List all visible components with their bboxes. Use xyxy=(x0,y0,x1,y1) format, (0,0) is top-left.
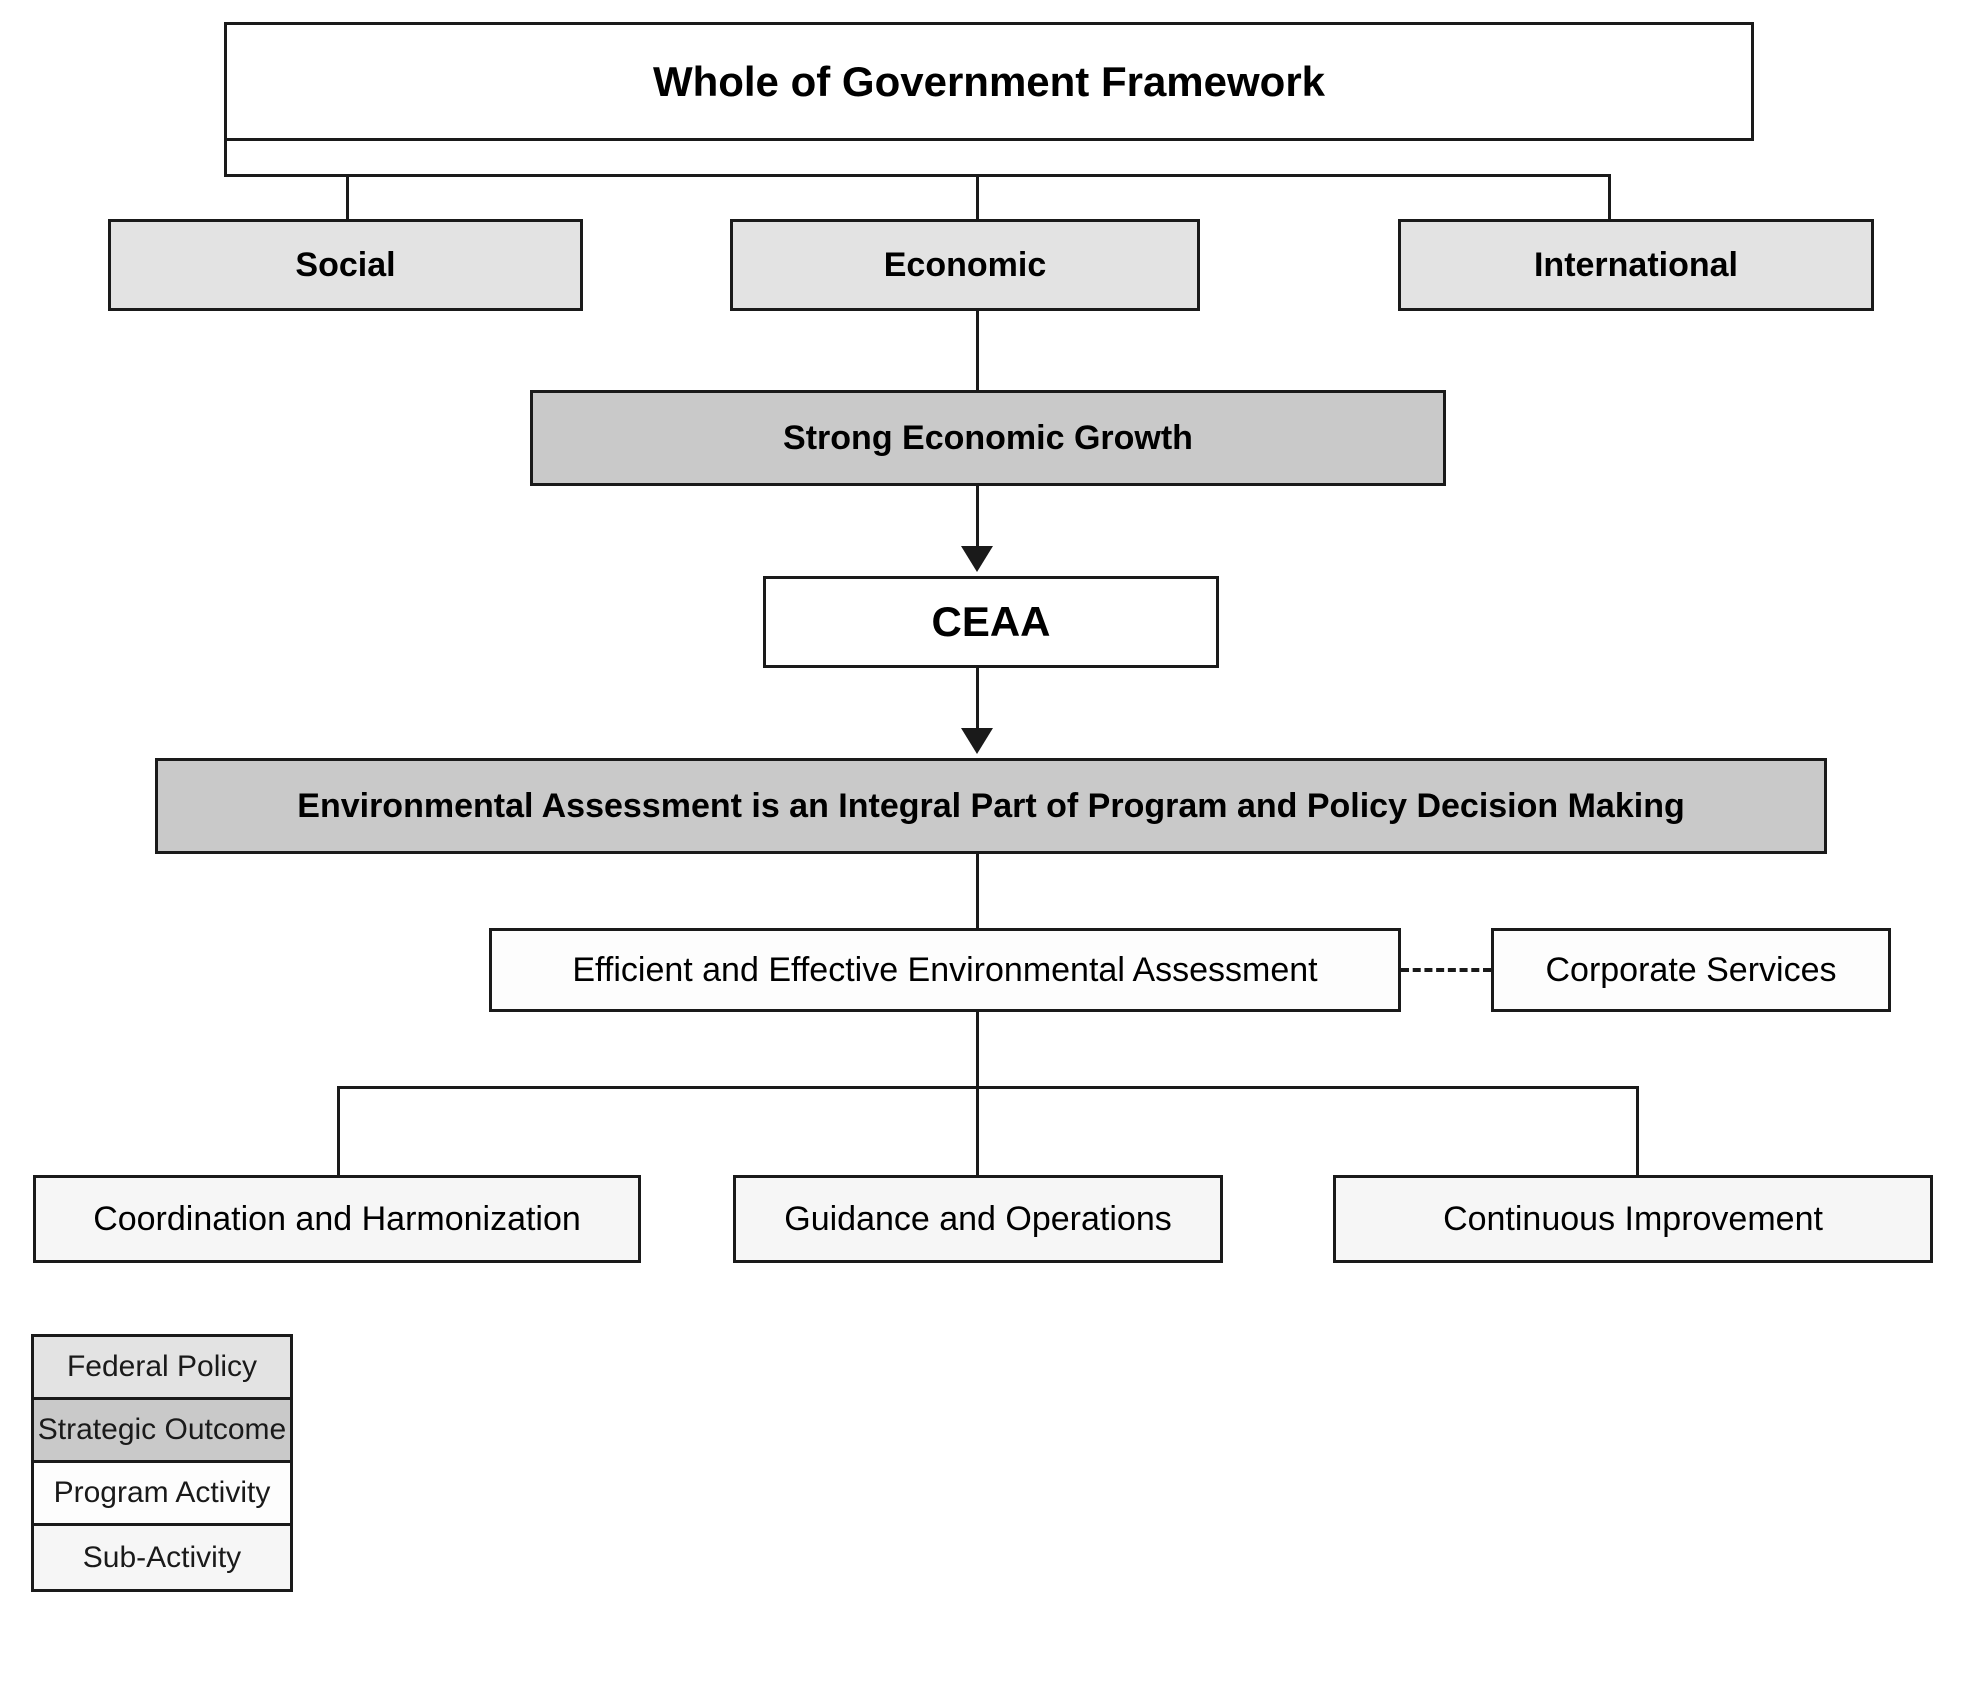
connector-level1-bus xyxy=(224,174,1611,177)
connector-drop-coordination xyxy=(337,1086,340,1177)
legend-label: Sub-Activity xyxy=(82,1540,242,1574)
legend-label: Federal Policy xyxy=(66,1350,258,1383)
node-international[interactable]: International xyxy=(1398,219,1874,311)
node-whole-of-government-framework[interactable]: Whole of Government Framework xyxy=(224,22,1754,141)
node-ea-integral-part[interactable]: Environmental Assessment is an Integral … xyxy=(155,758,1827,854)
arrowhead-growth-to-ceaa xyxy=(961,546,993,572)
node-guidance-and-operations[interactable]: Guidance and Operations xyxy=(733,1175,1223,1263)
connector-growth-to-ceaa xyxy=(976,486,979,558)
legend-row-program-activity: Program Activity xyxy=(34,1463,290,1526)
connector-drop-economic xyxy=(976,174,979,221)
legend-row-federal-policy: Federal Policy xyxy=(34,1337,290,1400)
connector-root-stub xyxy=(224,141,227,177)
node-ceaa[interactable]: CEAA xyxy=(763,576,1219,668)
node-label: CEAA xyxy=(931,598,1051,646)
node-label: Economic xyxy=(883,245,1047,284)
node-label: Continuous Improvement xyxy=(1443,1199,1823,1238)
connector-drop-social xyxy=(346,174,349,221)
node-corporate-services[interactable]: Corporate Services xyxy=(1491,928,1891,1012)
node-social[interactable]: Social xyxy=(108,219,583,311)
connector-economic-to-growth xyxy=(976,311,979,391)
node-label: Environmental Assessment is an Integral … xyxy=(297,786,1685,825)
node-efficient-effective-environmental-assessment[interactable]: Efficient and Effective Environmental As… xyxy=(489,928,1401,1012)
legend-label: Program Activity xyxy=(53,1476,271,1509)
node-label: Corporate Services xyxy=(1545,950,1837,989)
connector-subactivity-bus xyxy=(337,1086,1639,1089)
node-coordination-and-harmonization[interactable]: Coordination and Harmonization xyxy=(33,1175,641,1263)
connector-drop-guidance xyxy=(976,1086,979,1177)
node-continuous-improvement[interactable]: Continuous Improvement xyxy=(1333,1175,1933,1263)
connector-ea-to-efficient xyxy=(976,854,979,930)
connector-drop-international xyxy=(1608,174,1611,221)
node-label: Guidance and Operations xyxy=(784,1199,1172,1238)
node-label: Strong Economic Growth xyxy=(783,418,1193,457)
legend: Federal Policy Strategic Outcome Program… xyxy=(31,1334,293,1592)
node-label: Coordination and Harmonization xyxy=(93,1199,581,1238)
node-economic[interactable]: Economic xyxy=(730,219,1200,311)
connector-efficient-stub xyxy=(976,1012,979,1088)
connector-dashed-corporate-services xyxy=(1401,968,1491,972)
node-label: Whole of Government Framework xyxy=(652,57,1326,105)
legend-row-strategic-outcome: Strategic Outcome xyxy=(34,1400,290,1463)
node-label: Efficient and Effective Environmental As… xyxy=(572,950,1318,989)
connector-drop-continuous xyxy=(1636,1086,1639,1177)
connector-ceaa-to-ea xyxy=(976,668,979,742)
node-label: International xyxy=(1533,245,1739,284)
node-label: Social xyxy=(295,245,396,284)
node-strong-economic-growth[interactable]: Strong Economic Growth xyxy=(530,390,1446,486)
legend-label: Strategic Outcome xyxy=(37,1413,287,1446)
arrowhead-ceaa-to-ea xyxy=(961,728,993,754)
legend-row-sub-activity: Sub-Activity xyxy=(34,1526,290,1589)
